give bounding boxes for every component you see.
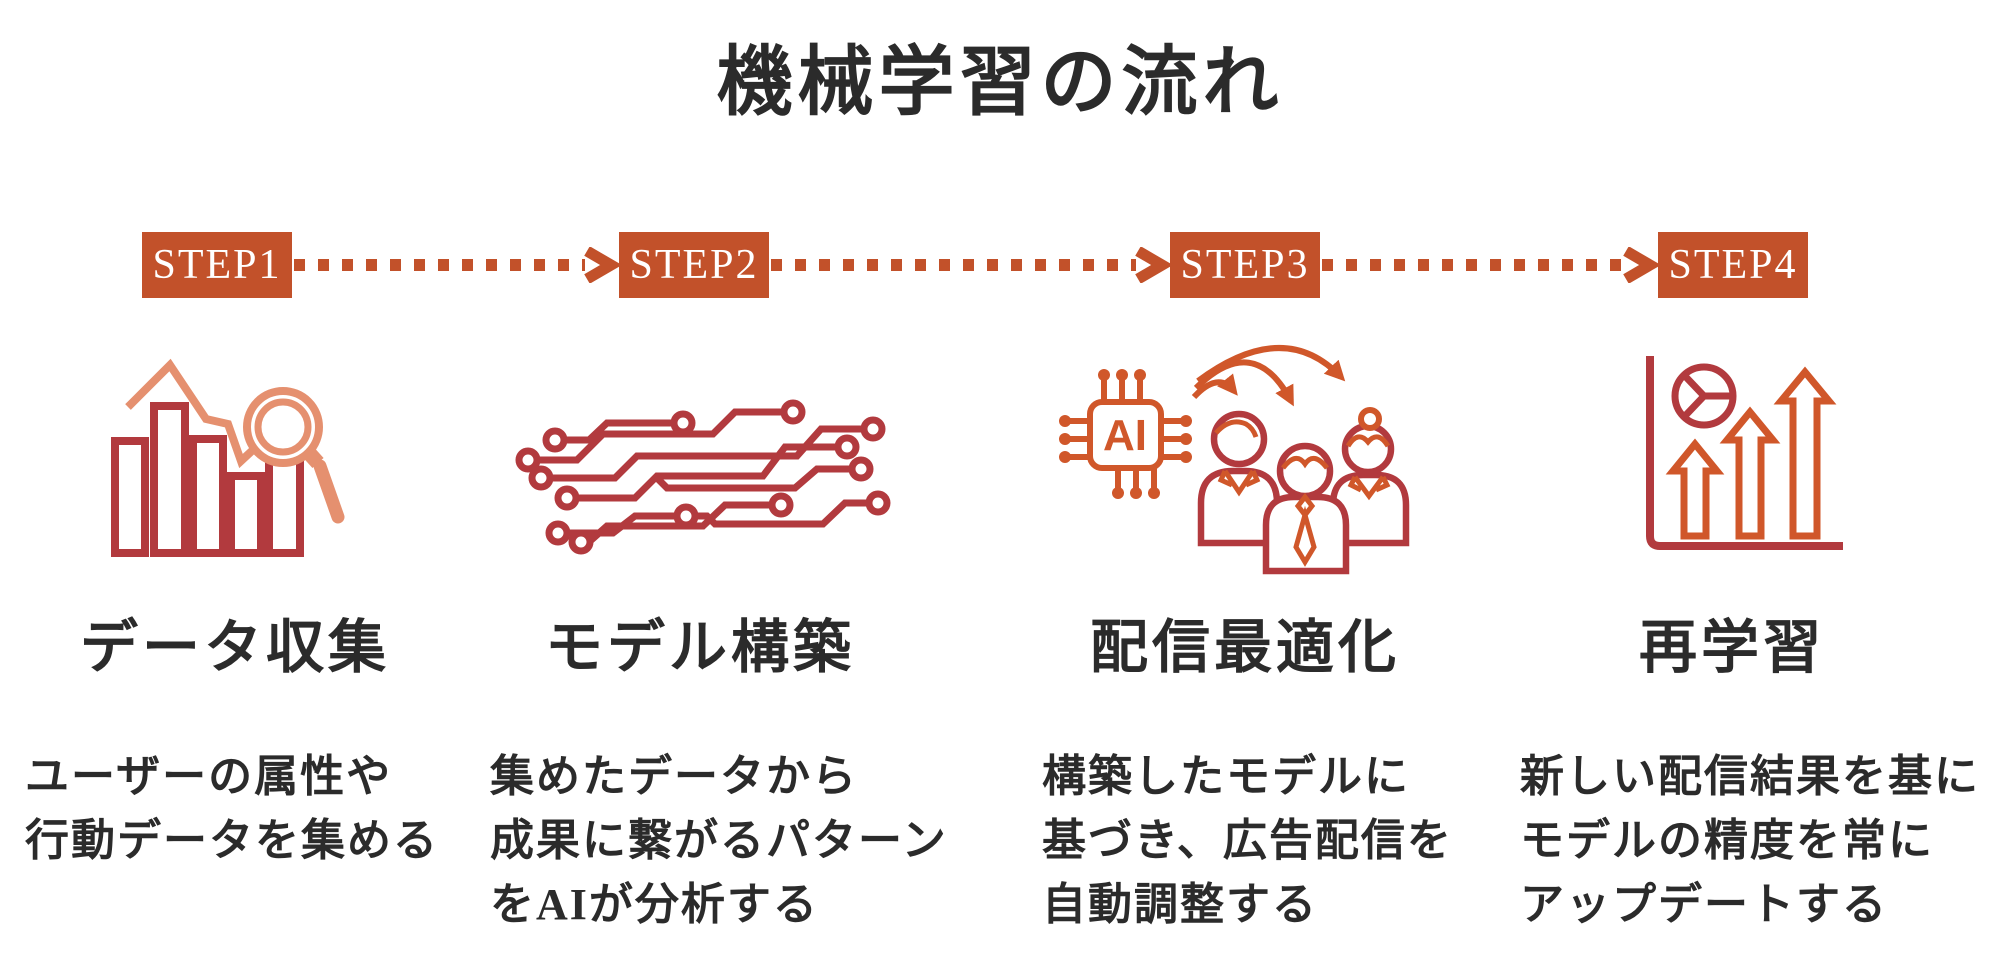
step-badge-label: STEP4 [1668,242,1798,288]
step-description: 構築したモデルに 基づき、広告配信を 自動調整する [1042,752,1453,929]
step-title: データ収集 [79,615,390,680]
step-badge-3: STEP3 [1170,232,1320,298]
step-badge-label: STEP2 [629,242,759,288]
step-badge-1: STEP1 [142,232,292,298]
ai-chip-label: AI [1103,411,1147,460]
circuit-board-icon [515,399,891,555]
step-badge-label: STEP3 [1180,242,1310,288]
step-title: モデル構築 [544,615,855,680]
step-title: 再学習 [1638,615,1825,680]
page-title: 機械学習の流れ [716,41,1284,125]
dotted-arrow-icon [294,247,619,283]
step-badge-label: STEP1 [152,242,282,288]
dotted-arrow-icon [771,247,1170,283]
step-description: 集めたデータから 成果に繋がるパターン をAIが分析する [490,752,948,929]
step-title: 配信最適化 [1089,615,1400,680]
step-badge-2: STEP2 [619,232,769,298]
dotted-arrow-icon [1322,247,1658,283]
ai-chip-audience-icon: AI [1059,345,1410,575]
growth-chart-icon [1646,356,1843,550]
step-description: 新しい配信結果を基に モデルの精度を常に アップデートする [1520,752,1980,929]
bar-chart-magnifier-icon [111,358,345,557]
step-badge-4: STEP4 [1658,232,1808,298]
step-description: ユーザーの属性や 行動データを集める [25,752,439,865]
